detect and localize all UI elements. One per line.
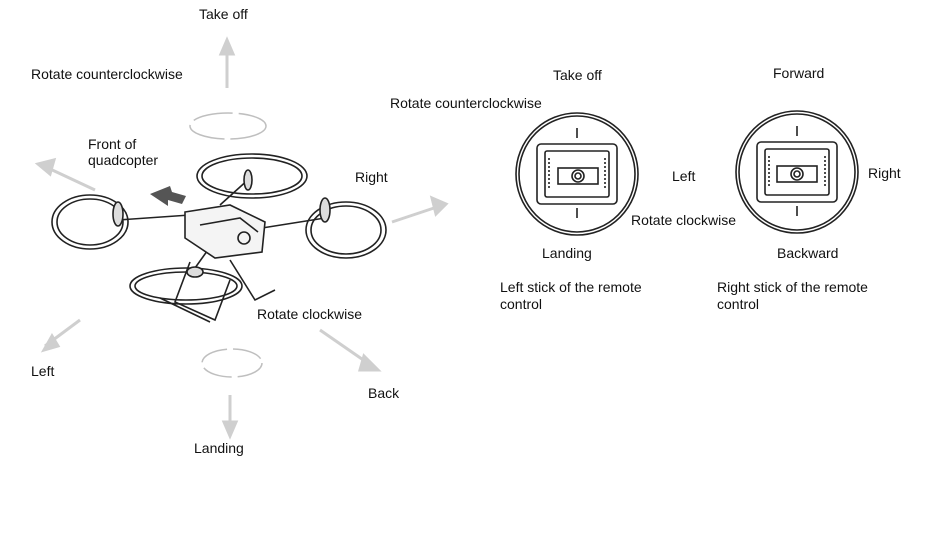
cw-rotation-icon xyxy=(201,348,263,378)
right-stick-caption-line2: control xyxy=(717,296,760,312)
ccw-rotation-icon xyxy=(189,112,267,140)
right-joystick-icon xyxy=(735,110,859,234)
right-arrow-icon xyxy=(391,195,449,224)
left-stick-landing: Landing xyxy=(542,245,592,261)
left-stick-caption-line1: Left stick of the remote xyxy=(500,279,642,295)
left-stick-rotate-ccw: Rotate counterclockwise xyxy=(390,95,542,111)
rotate-cw-label: Rotate clockwise xyxy=(257,306,363,322)
right-stick-left: Left xyxy=(672,168,696,184)
rotation-arrows xyxy=(189,112,267,378)
front-arrow-icon xyxy=(34,157,96,192)
right-stick-caption-line1: Right stick of the remote xyxy=(717,279,868,295)
left-stick-rotate-cw: Rotate clockwise xyxy=(631,212,737,228)
back-arrow-icon xyxy=(319,328,382,372)
right-stick-forward: Forward xyxy=(773,65,825,81)
left-joystick-icon xyxy=(515,112,639,236)
take-off-label: Take off xyxy=(199,6,248,22)
left-stick-take-off: Take off xyxy=(553,67,602,83)
up-arrow-icon xyxy=(218,36,236,88)
back-label: Back xyxy=(368,385,400,401)
front-label-line1: Front of xyxy=(88,136,137,152)
front-direction-icon xyxy=(150,186,186,206)
right-stick-right: Right xyxy=(868,165,901,181)
left-label: Left xyxy=(31,363,55,379)
landing-label: Landing xyxy=(194,440,244,456)
down-arrow-icon xyxy=(221,395,239,440)
rotate-ccw-label: Rotate counterclockwise xyxy=(31,66,183,82)
direction-arrows xyxy=(34,36,449,440)
right-label: Right xyxy=(355,169,388,185)
left-arrow-icon xyxy=(40,318,81,353)
left-stick-caption-line2: control xyxy=(500,296,543,312)
front-label-line2: quadcopter xyxy=(88,152,159,168)
right-stick-backward: Backward xyxy=(777,245,839,261)
quadcopter-illustration xyxy=(51,153,387,323)
